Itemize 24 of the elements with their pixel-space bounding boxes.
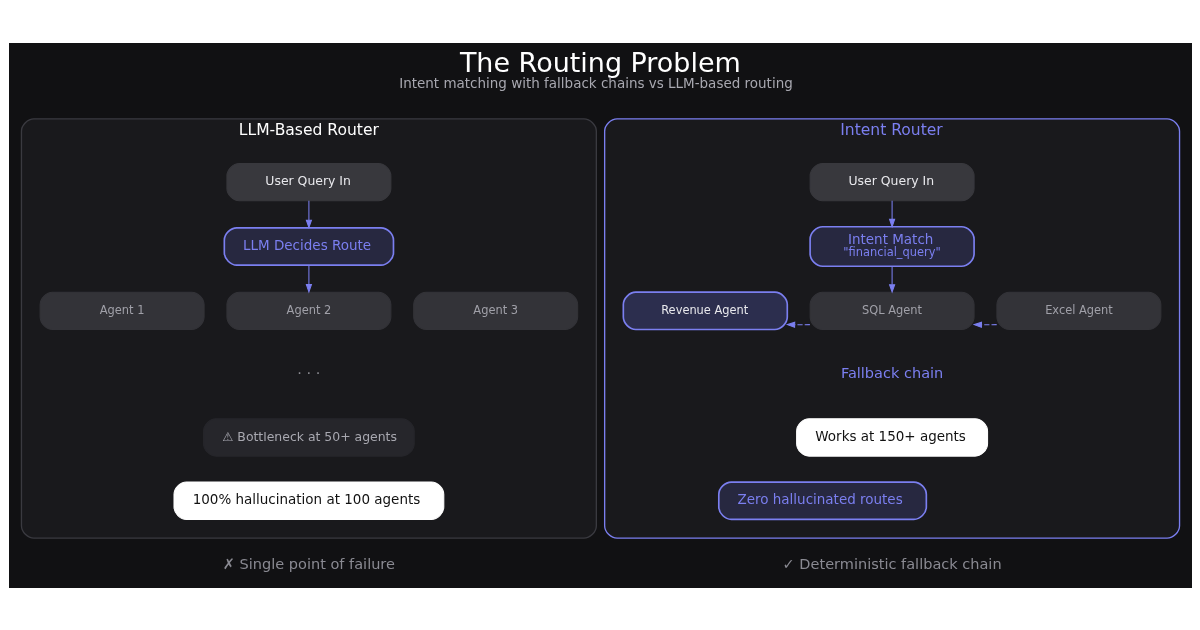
arrow [888, 265, 895, 294]
arrow [972, 321, 997, 328]
label: · · · [296, 364, 320, 381]
arrow [305, 264, 312, 293]
label: ✓ Deterministic fallback chain [782, 555, 1002, 572]
arrow [305, 199, 312, 229]
node-box: Revenue Agent [622, 290, 788, 330]
diagram-title: The Routing Problem [459, 46, 741, 78]
node-box: SQL Agent [809, 291, 975, 330]
node-box: Agent 1 [39, 291, 205, 330]
arrow [888, 199, 895, 228]
arrow [785, 321, 810, 328]
node-box: Intent Match "financial_query" [808, 225, 975, 267]
node-box: LLM Decides Route [223, 226, 394, 266]
node-box: Works at 150+ agents [795, 417, 988, 457]
node-box: Zero hallucinated routes [717, 480, 927, 520]
node-box: Excel Agent [995, 291, 1161, 330]
node-box: User Query In [225, 162, 391, 201]
node-box: Agent 3 [412, 291, 578, 330]
label: Fallback chain [840, 364, 943, 381]
label: ✗ Single point of failure [222, 555, 395, 572]
node-box: Agent 2 [225, 291, 391, 330]
node-box: User Query In [809, 162, 975, 201]
node-box: 100% hallucination at 100 agents [173, 481, 444, 520]
